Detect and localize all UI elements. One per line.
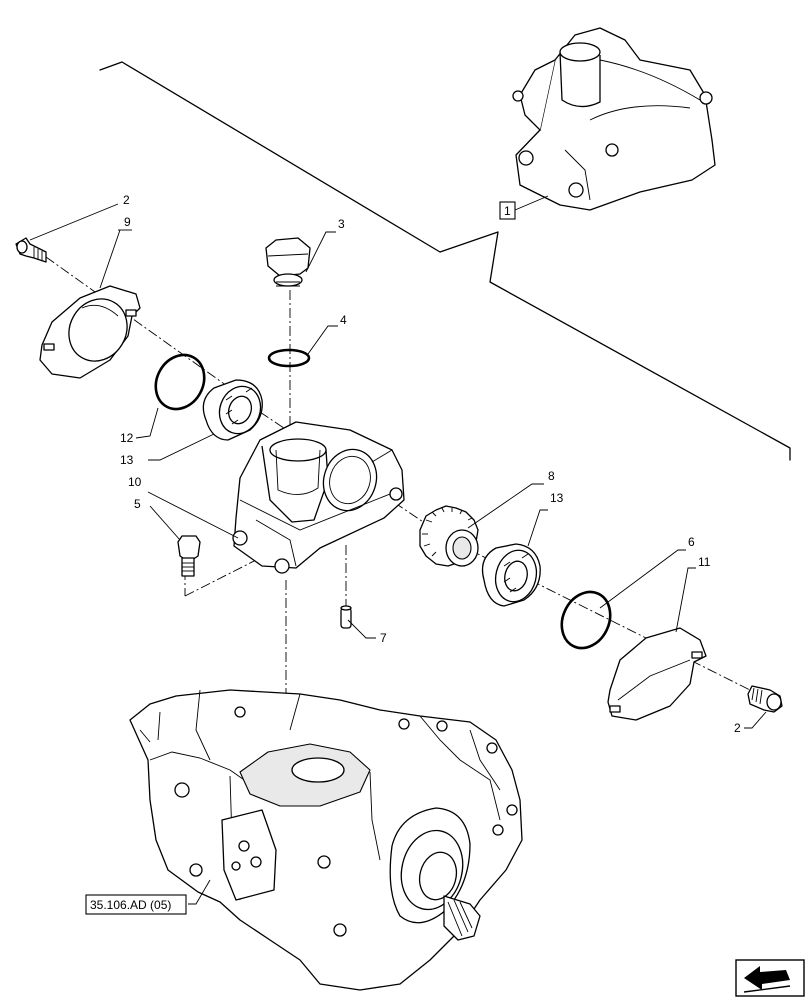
callout-1: 1	[499, 195, 549, 220]
callout-8: 8	[548, 469, 555, 483]
gear-8	[419, 505, 479, 567]
assembled-unit-1	[512, 27, 716, 211]
leader-lines	[29, 203, 767, 905]
callout-10: 10	[128, 475, 142, 489]
callout-2b: 2	[734, 721, 741, 735]
callout-11: 11	[698, 555, 711, 569]
callout-2a: 2	[123, 193, 130, 207]
housing-10	[232, 421, 405, 574]
pump-assembly	[129, 689, 523, 991]
cover-plate-9	[39, 285, 141, 379]
bolt-2-right	[747, 685, 783, 713]
plug-3	[265, 237, 311, 287]
bolt-2-left	[15, 237, 47, 263]
bearing-13-left	[202, 379, 263, 441]
cover-plate-11	[607, 627, 707, 721]
next-page-arrow-icon[interactable]	[735, 959, 805, 997]
bearing-13-right	[481, 543, 541, 607]
callout-4: 4	[340, 313, 347, 327]
assembly-boundary-lines	[99, 61, 791, 461]
reference-label: 35.106.AD (05)	[90, 898, 171, 912]
callout-3: 3	[338, 217, 345, 231]
o-ring-6	[560, 590, 612, 650]
bolt-5	[177, 535, 201, 577]
callout-6: 6	[688, 535, 695, 549]
callout-13b: 13	[550, 491, 564, 505]
o-ring-4	[267, 348, 311, 368]
callout-13a: 13	[120, 453, 134, 467]
reference-box[interactable]: 35.106.AD (05)	[85, 894, 187, 915]
callout-numbers: 2 9 3 4 12 13 10 5 7 8 13 6 11 2	[120, 193, 741, 735]
callout-12: 12	[120, 431, 134, 445]
callout-7: 7	[380, 631, 387, 645]
o-ring-12	[154, 353, 206, 411]
callout-5: 5	[134, 497, 141, 511]
pin-7	[340, 605, 352, 629]
callout-1-label: 1	[504, 204, 511, 218]
callout-9: 9	[124, 215, 131, 229]
